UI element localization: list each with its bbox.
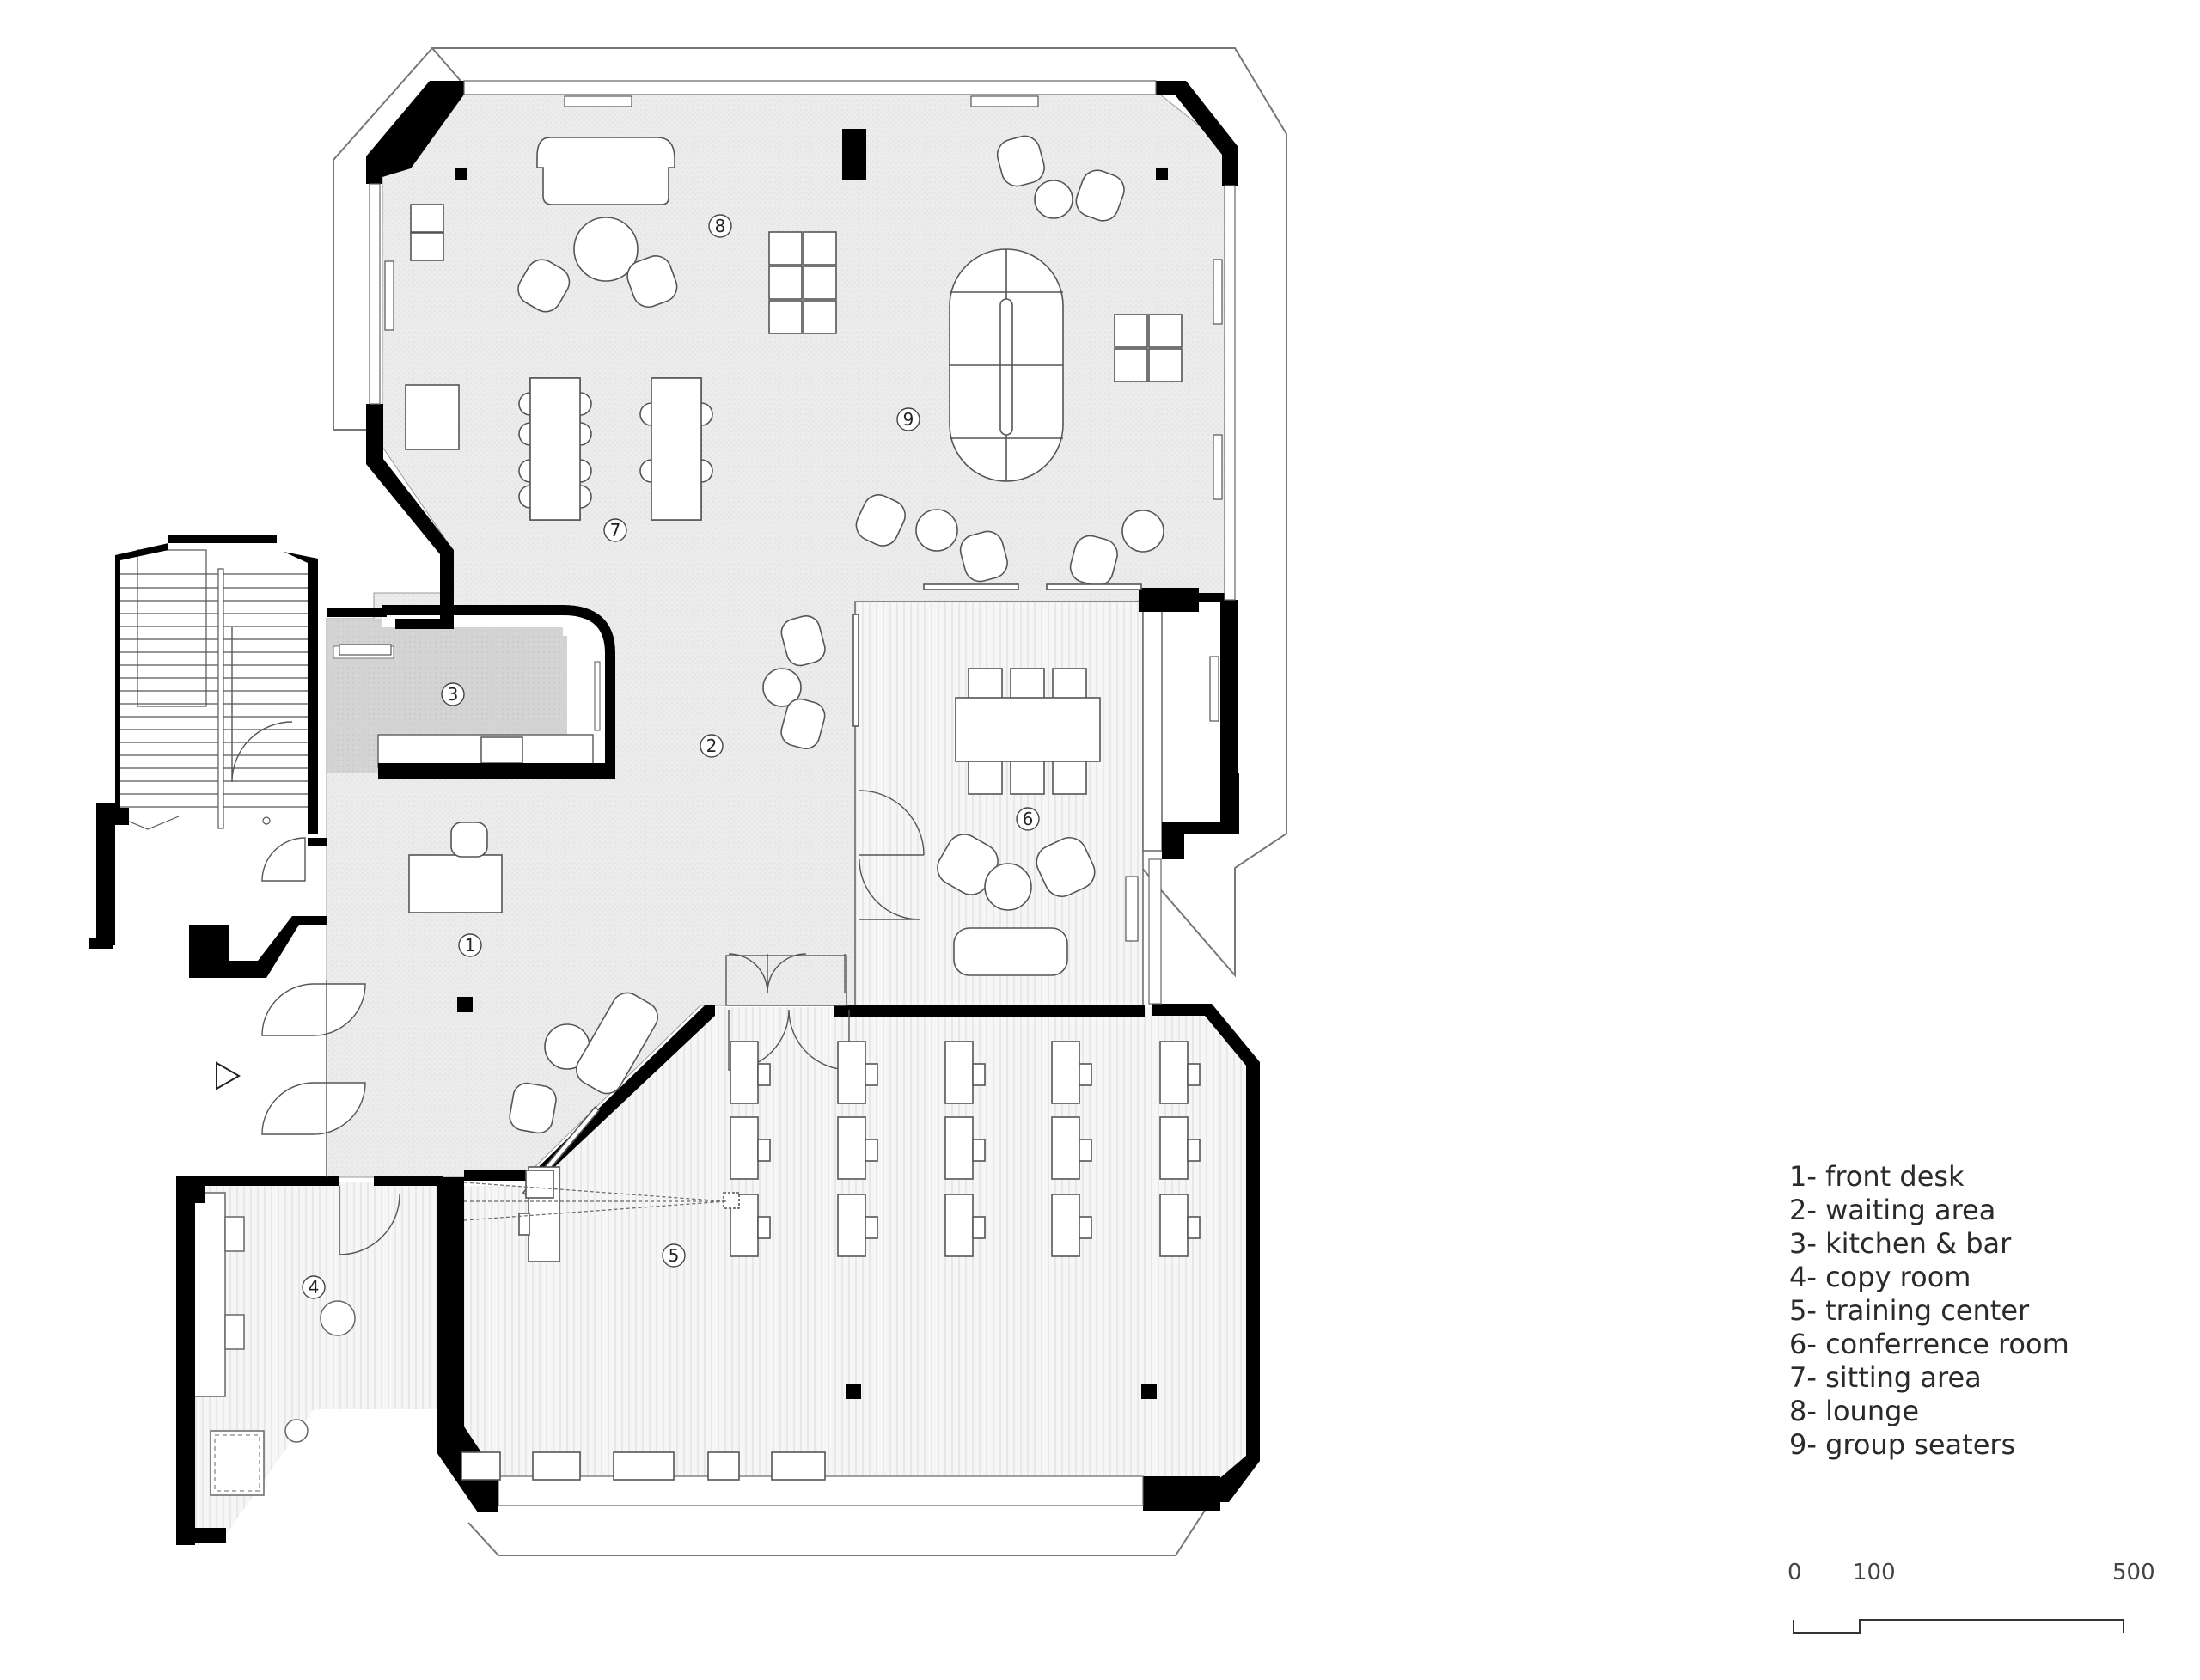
svg-text:9: 9 — [903, 409, 914, 430]
legend-item-conference-room: 6- conferrence room — [1789, 1328, 2069, 1360]
scale-bar-graphic — [1793, 1619, 2124, 1634]
projection-lines — [463, 1182, 727, 1221]
svg-text:7: 7 — [610, 520, 621, 541]
room-marker-6: 6 — [1016, 807, 1040, 831]
room-marker-3: 3 — [441, 682, 465, 706]
legend-item-copy-room: 4- copy room — [1789, 1261, 1971, 1293]
legend-item-waiting-area: 2- waiting area — [1789, 1194, 1996, 1226]
furniture-conference — [937, 668, 1101, 976]
columns — [455, 129, 1188, 1399]
legend-item-sitting-area: 7- sitting area — [1789, 1361, 1982, 1394]
legend-item-lounge: 8- lounge — [1789, 1395, 1920, 1427]
room-marker-1: 1 — [458, 933, 482, 957]
legend-item-kitchen-bar: 3- kitchen & bar — [1789, 1227, 2012, 1260]
radiators — [339, 95, 1223, 942]
room-copy — [185, 1182, 438, 1538]
room-marker-5: 5 — [662, 1243, 686, 1268]
svg-text:8: 8 — [715, 216, 726, 236]
scale-bar: 0 100 500 — [1779, 1560, 2174, 1646]
room-marker-9: 9 — [896, 407, 920, 431]
legend-item-training-center: 5- training center — [1789, 1294, 2030, 1327]
room-marker-7: 7 — [603, 518, 627, 542]
windows — [369, 80, 1236, 1506]
svg-text:5: 5 — [669, 1245, 680, 1266]
scale-label-0: 0 — [1788, 1560, 1802, 1585]
room-marker-8: 8 — [708, 214, 732, 238]
scale-label-500: 500 — [2112, 1560, 2155, 1585]
svg-text:1: 1 — [465, 935, 476, 956]
staircase — [116, 549, 313, 830]
furniture-group-seaters — [855, 248, 1182, 590]
doors — [231, 627, 925, 1255]
room-marker-2: 2 — [700, 734, 724, 758]
training-desks — [461, 1041, 1201, 1481]
svg-text:6: 6 — [1023, 809, 1034, 829]
room-marker-4: 4 — [302, 1275, 326, 1299]
room-markers: 1 2 3 4 5 6 7 8 9 — [302, 214, 1040, 1299]
furniture-sitting-area — [405, 377, 713, 521]
entry-arrow-icon — [216, 1061, 241, 1090]
furniture-lounge — [410, 135, 1125, 334]
legend: 1- front desk 2- waiting area 3- kitchen… — [1789, 1160, 2069, 1462]
svg-text:3: 3 — [448, 684, 459, 705]
scale-label-100: 100 — [1853, 1560, 1896, 1585]
svg-text:2: 2 — [706, 736, 718, 756]
svg-text:4: 4 — [309, 1277, 320, 1298]
room-kitchen-bar — [327, 605, 615, 779]
exterior-outline — [333, 47, 1287, 1556]
legend-item-group-seaters: 9- group seaters — [1789, 1428, 2016, 1461]
walls — [89, 81, 1260, 1545]
legend-item-front-desk: 1- front desk — [1789, 1160, 1965, 1193]
